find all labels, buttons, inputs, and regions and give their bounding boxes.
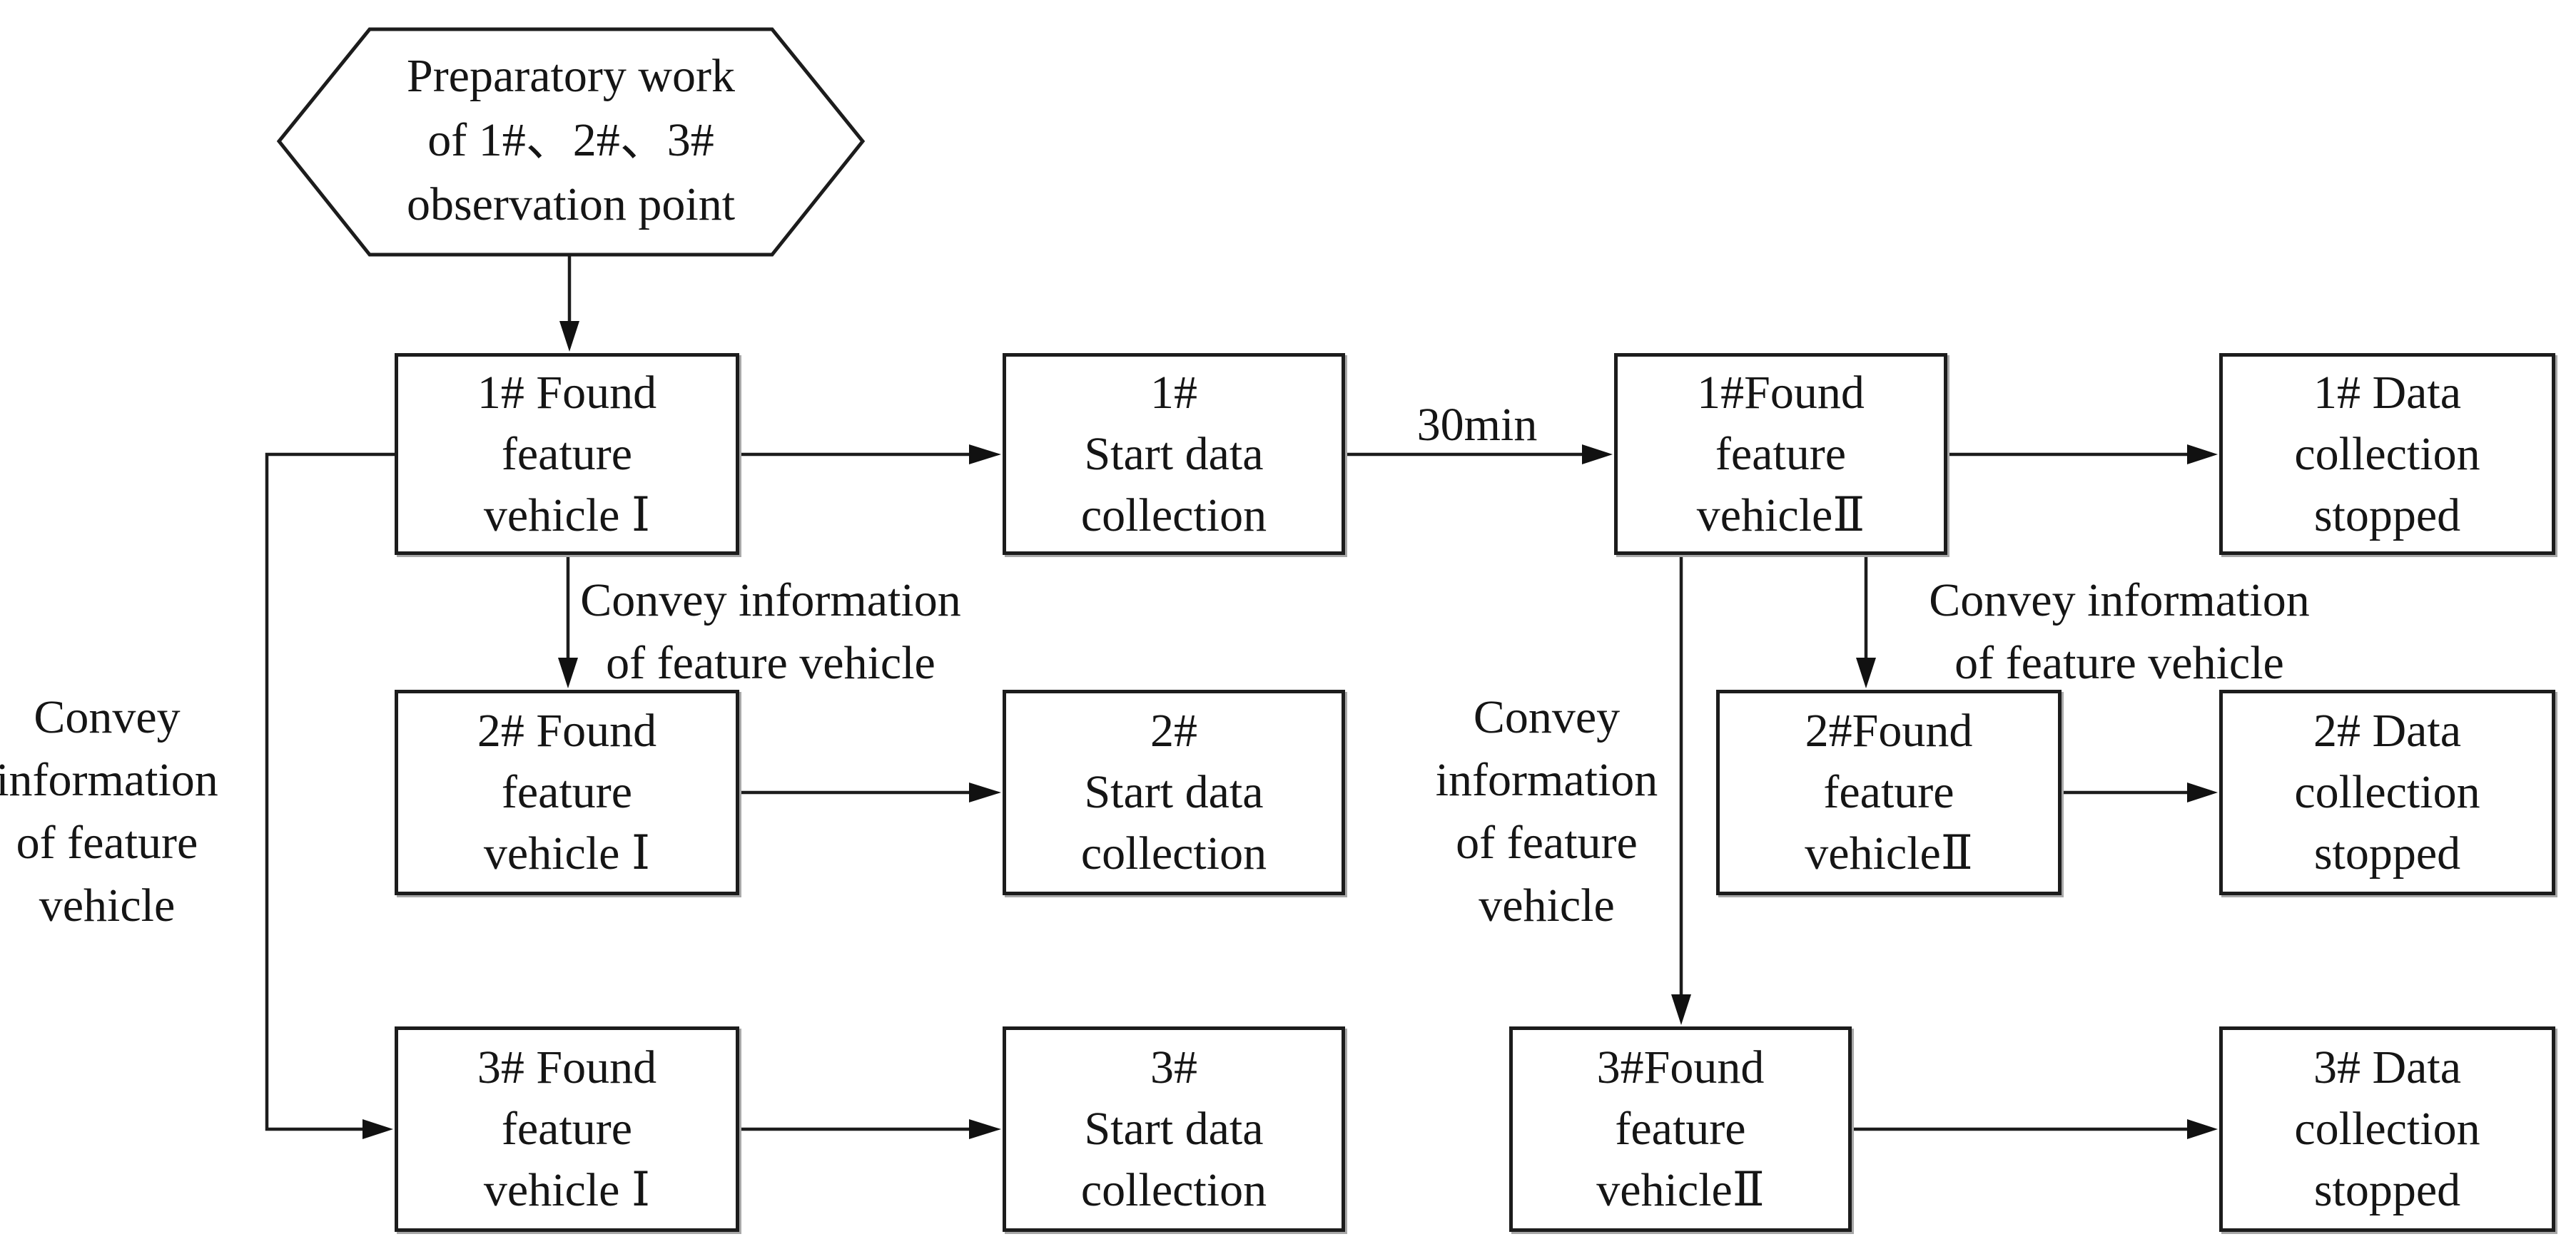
- node-line: 1#: [1150, 366, 1197, 419]
- node-line: 3# Found: [477, 1041, 657, 1094]
- label-line: of feature: [1456, 817, 1638, 869]
- arrow-found1-2-to-start-2: [739, 783, 1001, 802]
- node-3-start-data-collection: 3# Start data collection: [1003, 1026, 1345, 1232]
- node-line: collection: [2294, 427, 2480, 480]
- arrow-found1-1-to-start-1: [739, 444, 1001, 464]
- node-line: vehicleⅡ: [1596, 1164, 1765, 1216]
- node-line: 3# Data: [2313, 1041, 2462, 1094]
- node-line: vehicle Ⅰ: [483, 1164, 651, 1216]
- node-line: collection: [1080, 489, 1267, 541]
- label-line: vehicle: [1479, 880, 1615, 932]
- node-line: collection: [2294, 766, 2480, 818]
- label-line: vehicle: [39, 880, 176, 932]
- label-line: Convey: [1473, 691, 1621, 743]
- node-1-found-vehicle-2: 1#Found feature vehicleⅡ: [1614, 353, 1947, 555]
- arrow-found1-3-to-start-3: [739, 1119, 1001, 1139]
- node-2-found-vehicle-2: 2#Found feature vehicleⅡ: [1716, 690, 2062, 895]
- node-line: stopped: [2313, 1164, 2461, 1216]
- node-1-start-data-collection: 1# Start data collection: [1003, 353, 1345, 555]
- node-line: collection: [1080, 827, 1267, 880]
- node-line: feature: [501, 1103, 633, 1155]
- node-line: vehicle Ⅰ: [483, 827, 651, 880]
- start-node-line: observation point: [406, 178, 736, 230]
- label-line: of feature: [16, 817, 198, 869]
- arrow-found1-1-to-found1-2: [558, 555, 578, 688]
- label-convey-left-loop: Convey information of feature vehicle: [0, 686, 278, 937]
- node-2-start-data-collection: 2# Start data collection: [1003, 690, 1345, 895]
- node-2-found-vehicle-1: 2# Found feature vehicle Ⅰ: [395, 690, 739, 895]
- node-line: 1# Data: [2313, 366, 2462, 419]
- node-line: 1# Found: [477, 366, 657, 419]
- node-line: Start data: [1084, 1103, 1264, 1155]
- arrow-start-1-to-found2-1: [1345, 444, 1613, 464]
- node-line: 2#: [1150, 705, 1197, 757]
- node-1-found-vehicle-1: 1# Found feature vehicle Ⅰ: [395, 353, 739, 555]
- label-line: information: [0, 754, 218, 806]
- node-1-data-collection-stopped: 1# Data collection stopped: [2219, 353, 2555, 555]
- node-line: vehicleⅡ: [1805, 827, 1973, 880]
- label-line: Convey information: [580, 574, 961, 626]
- node-2-data-collection-stopped: 2# Data collection stopped: [2219, 690, 2555, 895]
- arrow-found2-1-to-stopped-1: [1947, 444, 2218, 464]
- start-node-line: of 1#、2#、3#: [427, 114, 714, 166]
- label-convey-below-found2-1: Convey information of feature vehicle: [1870, 569, 2369, 695]
- node-line: stopped: [2313, 827, 2461, 880]
- node-3-found-vehicle-1: 3# Found feature vehicle Ⅰ: [395, 1026, 739, 1232]
- label-convey-middle-loop: Convey information of feature vehicle: [1413, 686, 1680, 937]
- arrow-left-loop-found1-1-to-found1-3: [265, 452, 395, 1139]
- start-node: Preparatory work of 1#、2#、3# observation…: [307, 44, 835, 237]
- node-line: collection: [2294, 1103, 2480, 1155]
- node-line: feature: [1823, 766, 1954, 818]
- node-line: Start data: [1084, 766, 1264, 818]
- start-node-shape: [276, 27, 866, 257]
- start-node-line: Preparatory work: [406, 50, 735, 102]
- arrow-found2-1-to-found2-3: [1671, 555, 1691, 1025]
- node-line: 1#Found: [1697, 366, 1865, 419]
- label-convey-below-found1-1: Convey information of feature vehicle: [500, 569, 1042, 695]
- node-line: 2# Found: [477, 705, 657, 757]
- arrow-start-to-found1-1: [559, 255, 579, 352]
- node-line: 2#Found: [1805, 705, 1973, 757]
- node-line: Start data: [1084, 427, 1264, 480]
- node-line: feature: [501, 766, 633, 818]
- node-line: feature: [1615, 1103, 1746, 1155]
- label-line: Convey: [34, 691, 181, 743]
- node-line: 3#: [1150, 1041, 1197, 1094]
- node-line: feature: [1715, 427, 1847, 480]
- arrow-found2-3-to-stopped-3: [1852, 1119, 2218, 1139]
- label-line: Convey information: [1929, 574, 2310, 626]
- node-3-data-collection-stopped: 3# Data collection stopped: [2219, 1026, 2555, 1232]
- node-3-found-vehicle-2: 3#Found feature vehicleⅡ: [1509, 1026, 1852, 1232]
- node-line: vehicleⅡ: [1696, 489, 1865, 541]
- node-line: collection: [1080, 1164, 1267, 1216]
- label-30min: 30min: [1416, 399, 1538, 451]
- node-line: 2# Data: [2313, 705, 2462, 757]
- label-line: of feature vehicle: [606, 637, 935, 689]
- label-line: of feature vehicle: [1954, 637, 2284, 689]
- node-line: 3#Found: [1596, 1041, 1765, 1094]
- arrow-found2-2-to-stopped-2: [2062, 783, 2218, 802]
- node-line: feature: [501, 427, 633, 480]
- label-line: information: [1435, 754, 1658, 806]
- arrow-found2-1-to-found2-2: [1856, 555, 1876, 688]
- node-line: vehicle Ⅰ: [483, 489, 651, 541]
- node-line: stopped: [2313, 489, 2461, 541]
